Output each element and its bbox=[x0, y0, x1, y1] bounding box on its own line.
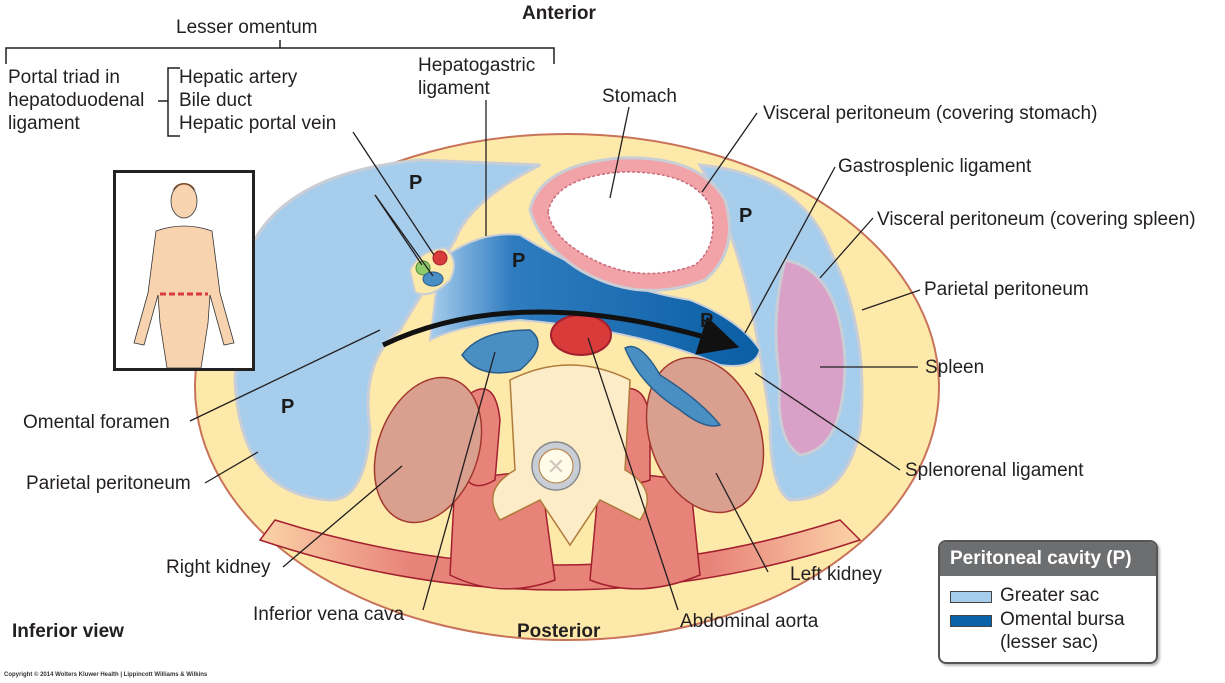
legend-label: Omental bursa bbox=[1000, 609, 1125, 630]
anterior-label: Anterior bbox=[522, 3, 596, 24]
view-label: Inferior view bbox=[12, 621, 124, 642]
leader-lines bbox=[189, 100, 921, 611]
hepatic-portal-vein bbox=[422, 271, 444, 287]
portal-triad-label-line3: ligament bbox=[8, 113, 80, 134]
svg-text:✕: ✕ bbox=[547, 455, 565, 480]
stomach-label: Stomach bbox=[602, 86, 677, 107]
abdominal-aorta bbox=[550, 314, 612, 356]
stomach-lumen bbox=[547, 171, 714, 275]
cavity-marker: P bbox=[409, 172, 423, 194]
omental-bursa bbox=[428, 233, 762, 367]
greater-sac-swatch bbox=[950, 591, 992, 603]
right-kidney bbox=[373, 376, 483, 524]
parietal-peritoneum-left-label: Parietal peritoneum bbox=[26, 473, 191, 494]
inferior-vena-cava-label: Inferior vena cava bbox=[253, 604, 405, 625]
greater-sac-right-side bbox=[233, 158, 546, 502]
splenorenal-ligament-label: Splenorenal ligament bbox=[905, 460, 1084, 481]
hepatogastric-label-line1: Hepatogastric bbox=[418, 55, 536, 76]
cavity-marker: P bbox=[512, 250, 526, 272]
cavity-marker: P bbox=[700, 310, 714, 332]
hepatic-artery bbox=[432, 250, 448, 266]
legend-label: Greater sac bbox=[1000, 585, 1100, 606]
abdominal-aorta-label: Abdominal aorta bbox=[680, 611, 819, 632]
portal-triad-label-line2: hepatoduodenal bbox=[8, 90, 145, 111]
legend-label: (lesser sac) bbox=[1000, 632, 1099, 653]
omental-bursa-swatch bbox=[950, 615, 992, 627]
lesser-omentum-label: Lesser omentum bbox=[176, 17, 318, 38]
human-figure-icon bbox=[133, 183, 235, 369]
gastrosplenic-ligament-label: Gastrosplenic ligament bbox=[838, 156, 1032, 177]
body-orientation-inset bbox=[113, 170, 255, 371]
legend: Peritoneal cavity (P) Greater sac Omenta… bbox=[938, 540, 1158, 664]
portal-triad-label-line1: Portal triad in bbox=[8, 67, 120, 88]
hepatic-artery-label: Hepatic artery bbox=[179, 67, 298, 88]
triad-bracket bbox=[158, 67, 180, 137]
right-kidney-label: Right kidney bbox=[166, 557, 271, 578]
parietal-peritoneum-right-label: Parietal peritoneum bbox=[924, 279, 1089, 300]
copyright-notice: Copyright © 2014 Wolters Kluwer Health |… bbox=[4, 672, 208, 678]
left-kidney-label: Left kidney bbox=[790, 564, 882, 585]
spleen bbox=[774, 258, 847, 457]
bile-duct-label: Bile duct bbox=[179, 90, 252, 111]
omental-foramen-arrow bbox=[381, 309, 740, 355]
cavity-marker: P bbox=[739, 205, 753, 227]
omental-foramen-label: Omental foramen bbox=[23, 412, 170, 433]
visceral-peritoneum-spleen-label: Visceral peritoneum (covering spleen) bbox=[877, 209, 1196, 230]
hepatogastric-label-line2: ligament bbox=[418, 78, 490, 99]
legend-title: Peritoneal cavity (P) bbox=[940, 542, 1156, 576]
hepatic-portal-vein-label: Hepatic portal vein bbox=[179, 113, 337, 134]
spinal-cord bbox=[538, 448, 574, 484]
spleen-label: Spleen bbox=[925, 357, 985, 378]
inferior-vena-cava bbox=[461, 329, 539, 374]
posterior-label: Posterior bbox=[517, 621, 601, 642]
lesser-omentum-bracket bbox=[5, 40, 555, 64]
visceral-peritoneum-stomach-label: Visceral peritoneum (covering stomach) bbox=[763, 103, 1098, 124]
left-renal-vein bbox=[624, 345, 722, 427]
cavity-marker: P bbox=[281, 396, 295, 418]
